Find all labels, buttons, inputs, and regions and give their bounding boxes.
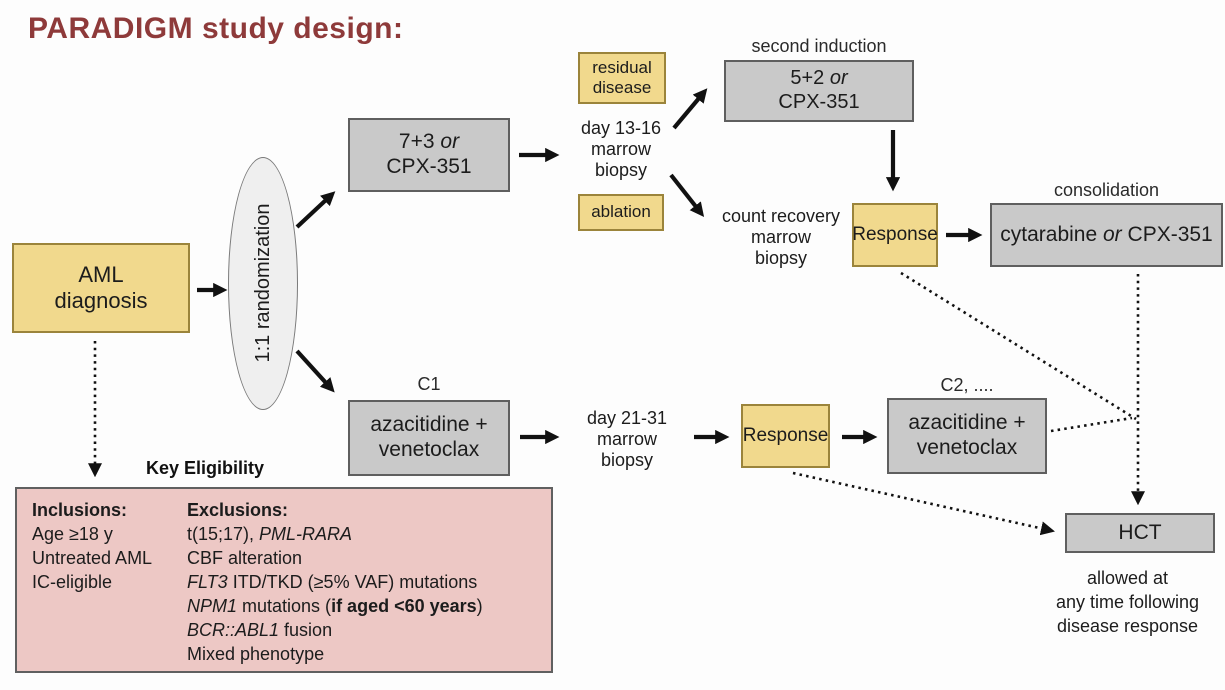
dotted-arrow-response2-to-hct <box>792 471 1055 536</box>
hct-label: HCT <box>1118 520 1162 544</box>
aml-line1: AML <box>78 262 124 288</box>
biopsy2-line1: day 21-31 <box>586 408 668 428</box>
response1-label: Response <box>852 223 938 245</box>
exclusion-bold-text: if aged <60 years <box>331 596 477 616</box>
biopsy1-text: day 13-16 marrow biopsy <box>560 118 682 181</box>
ablation-box: ablation <box>578 194 664 231</box>
gene-npm1: NPM1 <box>187 596 238 616</box>
cycle2-line1: azacitidine + <box>908 411 1026 435</box>
response1-box: Response <box>852 203 938 267</box>
response2-box: Response <box>741 404 830 468</box>
consolidation-label: consolidation <box>1053 180 1160 200</box>
exclusion-item: FLT3 ITD/TKD (≥5% VAF) mutations <box>187 570 547 594</box>
biopsy2-text: day 21-31 marrow biopsy <box>566 408 688 471</box>
second-induction-line1: 5+2 or <box>790 67 847 91</box>
exclusion-text: fusion <box>279 620 333 640</box>
hct-caption: allowed at any time following disease re… <box>1030 566 1225 638</box>
biopsy2-line2: marrow <box>596 429 657 449</box>
induction-7-3-line1: 7+3 or <box>399 130 459 155</box>
inclusion-item: IC-eligible <box>32 572 113 592</box>
second-induction-line2: CPX-351 <box>778 91 860 113</box>
page-title: PARADIGM study design: <box>28 12 404 45</box>
hct-caption-line3: disease response <box>1056 616 1199 636</box>
biopsy1-line2: marrow <box>590 139 651 159</box>
exclusions-column: Exclusions: t(15;17), PML-RARA CBF alter… <box>187 498 547 666</box>
hct-box: HCT <box>1065 513 1215 553</box>
exclusions-header: Exclusions: <box>187 500 289 520</box>
exclusion-text: ITD/TKD (≥5% VAF) mutations <box>227 572 478 592</box>
consolidation-text1: cytarabine <box>1000 222 1103 246</box>
consolidation-line: cytarabine or CPX-351 <box>1000 223 1212 248</box>
aml-line2: diagnosis <box>54 288 148 313</box>
second-induction-or: or <box>829 67 848 90</box>
exclusion-text: mutations ( <box>237 596 332 616</box>
cycle1-line2: venetoclax <box>378 438 480 461</box>
ablation-label: ablation <box>591 202 651 222</box>
second-induction-text: 5+2 <box>790 67 830 90</box>
consolidation-box: cytarabine or CPX-351 <box>990 203 1223 267</box>
second-induction-label: second induction <box>751 36 887 56</box>
count-recovery-line2: marrow <box>750 227 811 247</box>
exclusion-item: t(15;17), PML-RARA <box>187 522 547 546</box>
gene-flt3: FLT3 <box>187 572 228 592</box>
arrow-biopsy-to-count-recovery <box>669 173 705 217</box>
c1-label: C1 <box>417 374 441 394</box>
biopsy2-line3: biopsy <box>600 450 654 470</box>
residual-disease-box: residual disease <box>578 52 666 104</box>
induction-7-3-box: 7+3 or CPX-351 <box>348 118 510 192</box>
exclusion-item: Mixed phenotype <box>187 644 325 664</box>
inclusion-item: Untreated AML <box>32 548 153 568</box>
aml-diagnosis-box: AML diagnosis <box>12 243 190 333</box>
count-recovery-line3: biopsy <box>754 248 808 268</box>
count-recovery-text: count recovery marrow biopsy <box>710 206 852 269</box>
key-eligibility-title: Key Eligibility <box>145 458 265 478</box>
hct-caption-line1: allowed at <box>1086 568 1169 588</box>
arrow-randomization-to-azacitidine <box>295 349 335 393</box>
induction-7-3-or: or <box>440 130 460 154</box>
induction-7-3-line2: CPX-351 <box>386 155 472 178</box>
cycle1-line1: azacitidine + <box>370 413 488 437</box>
cycle1-box: azacitidine + venetoclax <box>348 400 510 476</box>
residual-line2: disease <box>592 78 652 97</box>
biopsy1-line1: day 13-16 <box>580 118 662 138</box>
eligibility-box: Inclusions: Age ≥18 y Untreated AML IC-e… <box>15 487 553 673</box>
exclusion-item: BCR::ABL1 fusion <box>187 618 547 642</box>
c2-label: C2, .... <box>940 375 994 395</box>
inclusion-item: Age ≥18 y <box>32 524 113 544</box>
cycle2-box: azacitidine + venetoclax <box>887 398 1047 474</box>
consolidation-or: or <box>1103 222 1122 246</box>
randomization-label: 1:1 randomization <box>252 203 274 363</box>
count-recovery-line1: count recovery <box>721 206 841 226</box>
second-induction-box: 5+2 or CPX-351 <box>724 60 914 122</box>
exclusion-text: t(15;17), <box>187 524 260 544</box>
induction-7-3-text: 7+3 <box>398 130 441 154</box>
exclusion-item: CBF alteration <box>187 548 303 568</box>
cycle2-line2: venetoclax <box>916 436 1018 459</box>
inclusions-column: Inclusions: Age ≥18 y Untreated AML IC-e… <box>32 498 182 594</box>
randomization-ellipse <box>228 157 298 410</box>
arrow-biopsy-to-second-induction <box>672 88 708 130</box>
dotted-line-cycle2-to-hct-junction <box>1050 416 1133 433</box>
gene-pml-rara: PML-RARA <box>259 524 353 544</box>
residual-line1: residual <box>592 57 652 77</box>
hct-caption-line2: any time following <box>1055 592 1200 612</box>
response2-label: Response <box>742 424 829 446</box>
consolidation-text2: CPX-351 <box>1121 222 1213 246</box>
exclusion-item: NPM1 mutations (if aged <60 years) <box>187 594 547 618</box>
arrow-randomization-to-7-3 <box>295 191 336 229</box>
gene-bcr-abl1: BCR::ABL1 <box>187 620 280 640</box>
exclusion-text: ) <box>476 596 483 616</box>
biopsy1-line3: biopsy <box>594 160 648 180</box>
inclusions-header: Inclusions: <box>32 500 128 520</box>
